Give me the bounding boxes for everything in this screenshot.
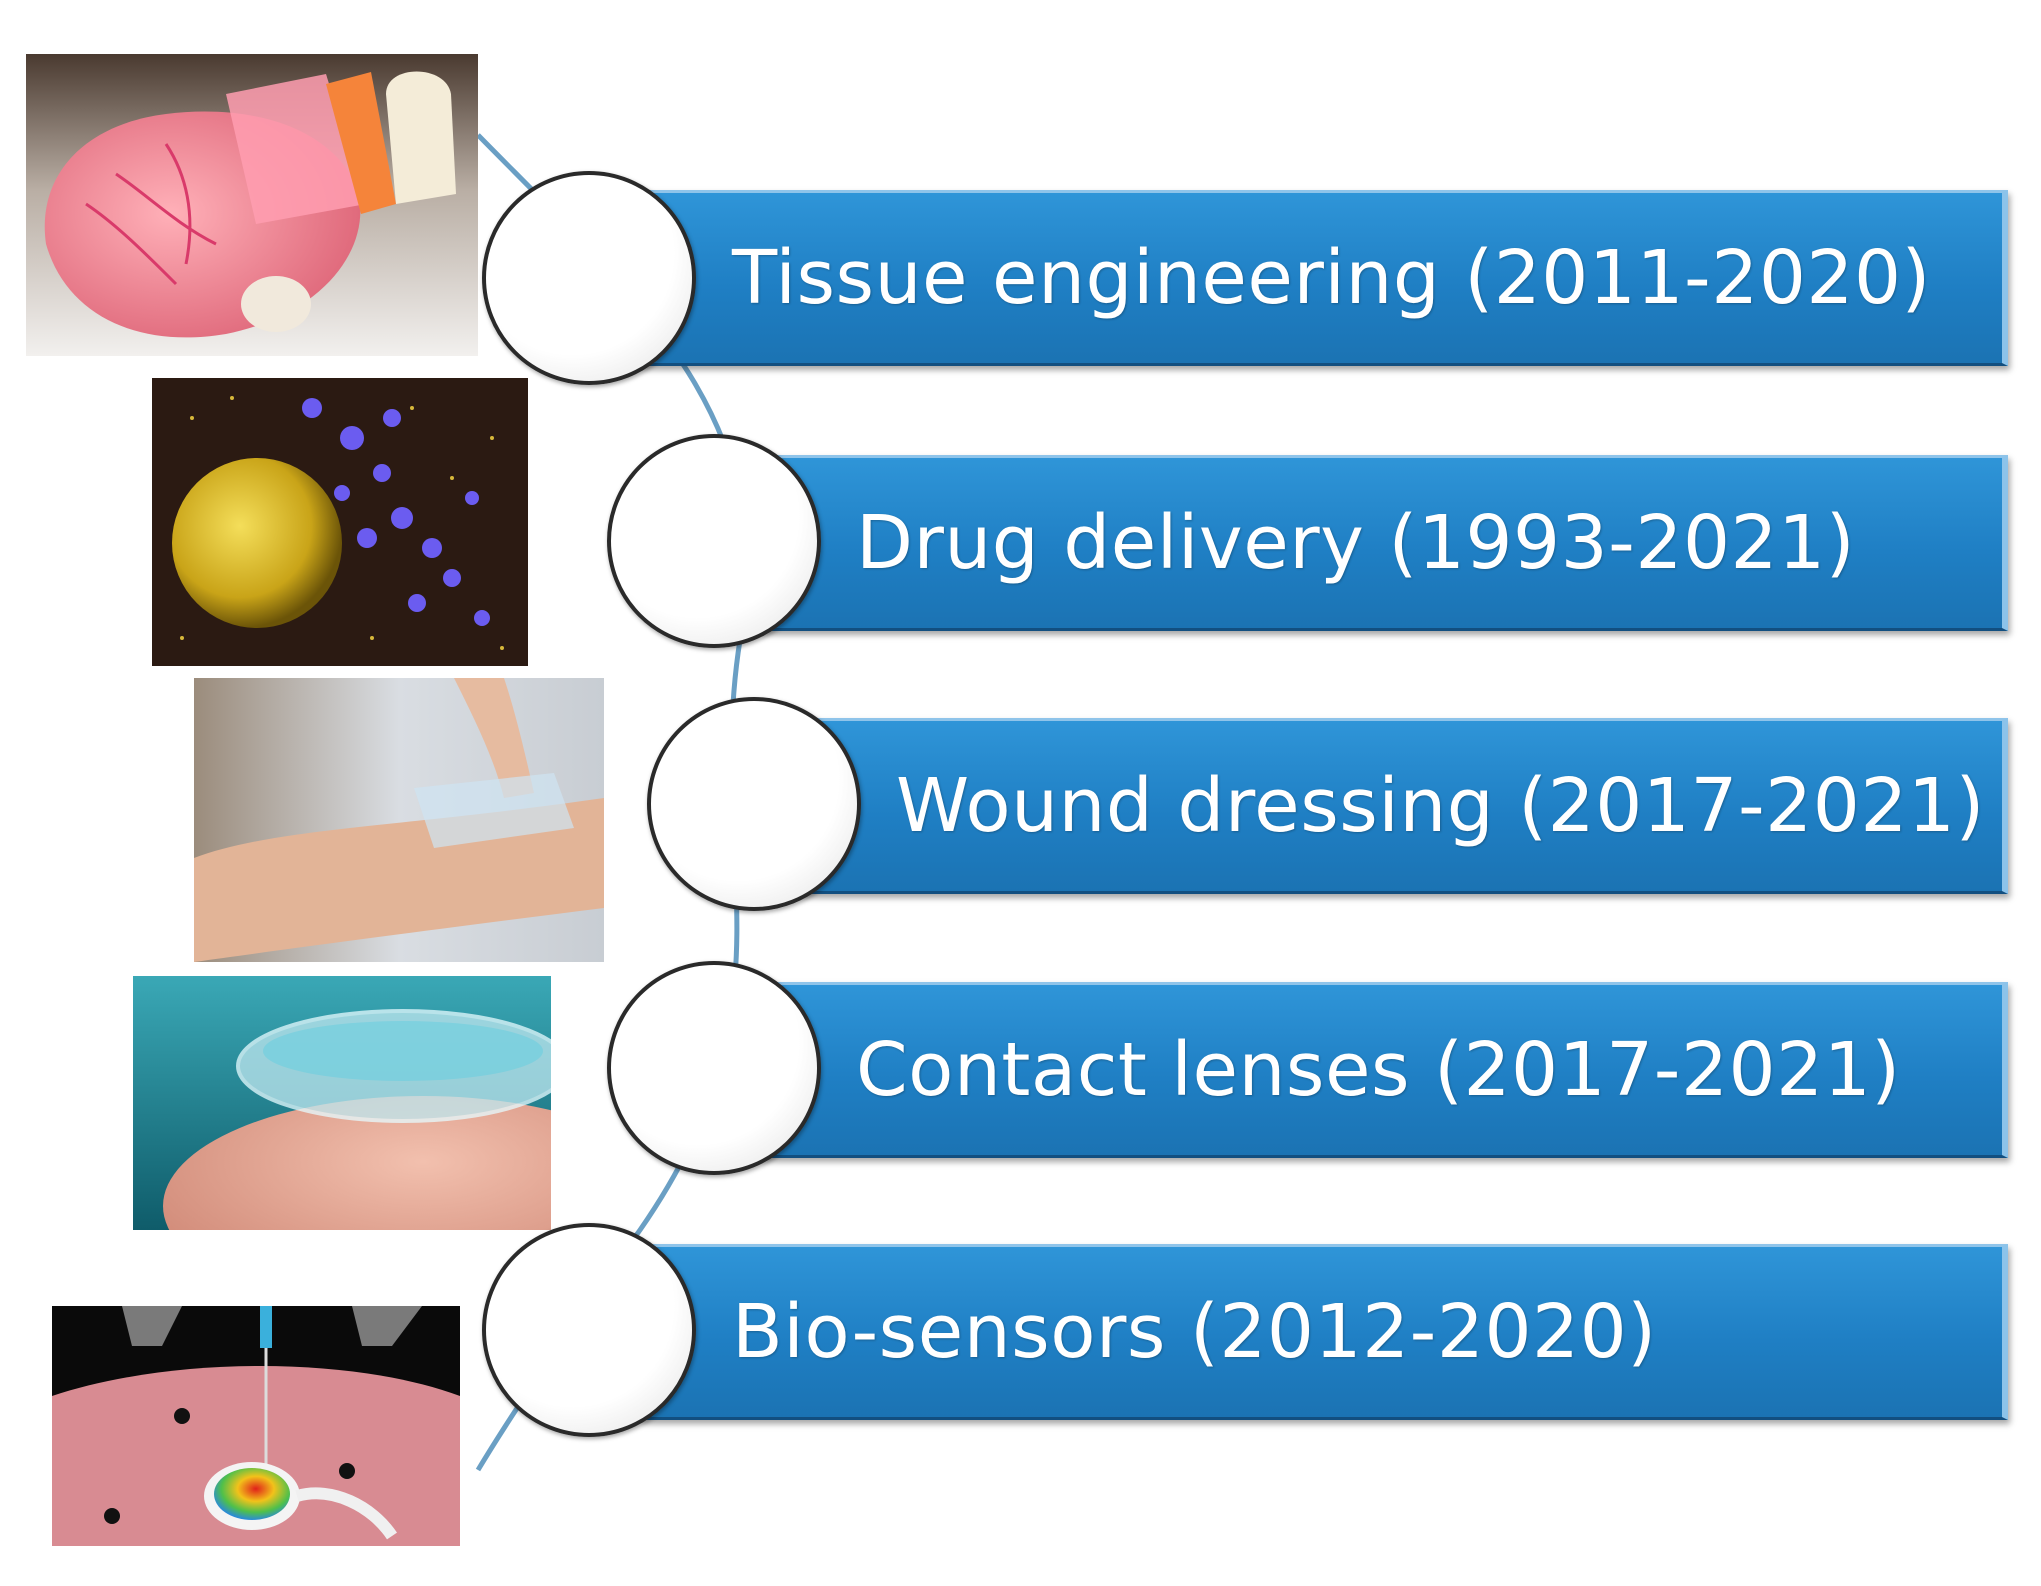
timeline-bar-3: Wound dressing (2017-2021) <box>800 718 2008 894</box>
timeline-node-1 <box>482 171 696 385</box>
timeline-bar-4: Contact lenses (2017-2021) <box>760 982 2008 1158</box>
timeline-node-2 <box>607 434 821 648</box>
timeline-label-1: Tissue engineering (2011-2020) <box>732 235 1931 321</box>
timeline-node-5 <box>482 1223 696 1437</box>
timeline-label-4: Contact lenses (2017-2021) <box>856 1027 1901 1113</box>
timeline-label-3: Wound dressing (2017-2021) <box>896 763 1985 849</box>
drug-delivery-image <box>152 378 528 666</box>
wound-dressing-image <box>194 678 604 962</box>
timeline-node-4 <box>607 961 821 1175</box>
timeline-bar-5: Bio-sensors (2012-2020) <box>640 1244 2008 1420</box>
heart-model-image <box>26 54 478 356</box>
timeline-label-2: Drug delivery (1993-2021) <box>856 500 1856 586</box>
timeline-label-5: Bio-sensors (2012-2020) <box>732 1289 1657 1375</box>
contact-lens-image <box>133 976 551 1230</box>
biosensor-image <box>52 1306 460 1546</box>
timeline-node-3 <box>647 697 861 911</box>
timeline-bar-1: Tissue engineering (2011-2020) <box>640 190 2008 366</box>
timeline-bar-2: Drug delivery (1993-2021) <box>760 455 2008 631</box>
